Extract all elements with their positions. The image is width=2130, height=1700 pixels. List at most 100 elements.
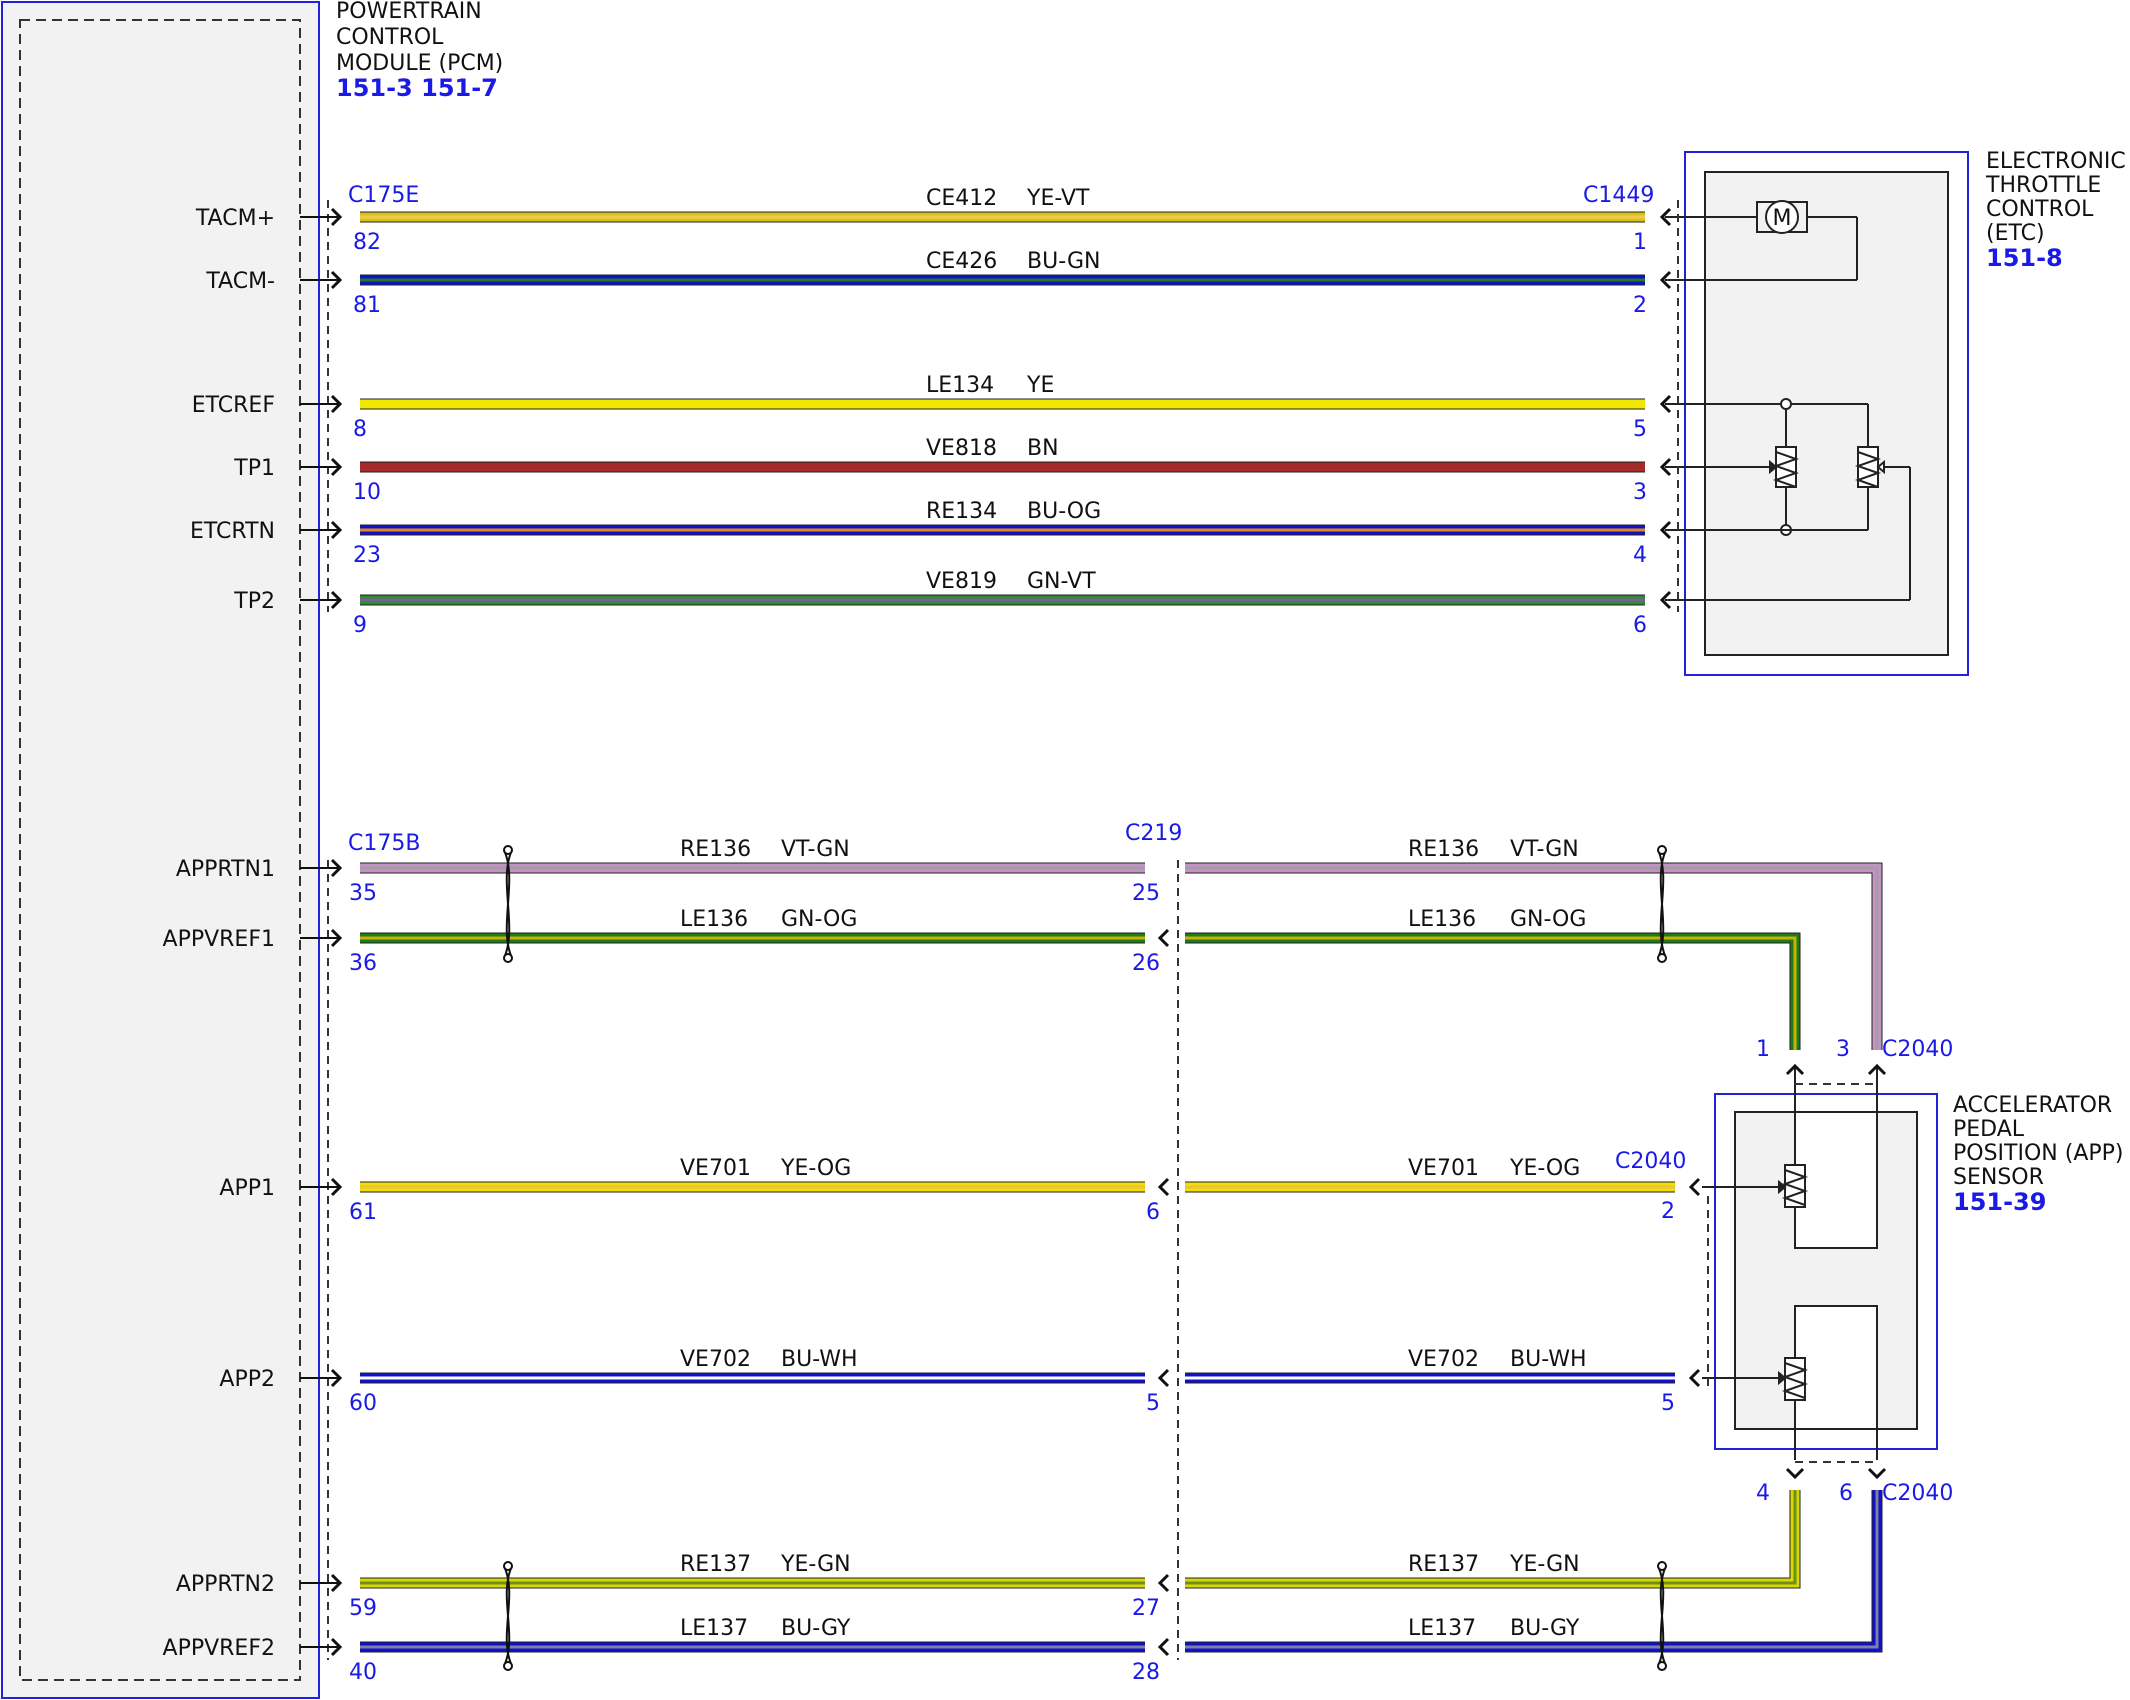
c219-pin: 26 xyxy=(1132,951,1160,976)
circuit-id: RE137 xyxy=(680,1552,751,1577)
wire-color-2: BU-WH xyxy=(1510,1347,1587,1372)
wire-color: BU-GN xyxy=(1027,249,1100,274)
etc-name-line-3: CONTROL xyxy=(1986,197,2094,222)
wire-c219-to-app xyxy=(1185,932,1801,1050)
pcm-name-line-3: MODULE (PCM) xyxy=(336,51,503,76)
pcm-pin: 60 xyxy=(349,1391,377,1416)
wire-color: YE-OG xyxy=(780,1156,851,1181)
signal-label: TACM- xyxy=(205,269,275,294)
pcm-pin: 8 xyxy=(353,417,367,442)
pcm-module: POWERTRAIN CONTROL MODULE (PCM) 151-3 15… xyxy=(1,0,503,1699)
etc-pin: 4 xyxy=(1633,543,1647,568)
app-name-line-1: ACCELERATOR xyxy=(1953,1093,2112,1118)
circuit-id: VE818 xyxy=(926,436,997,461)
app-name-line-2: PEDAL xyxy=(1953,1117,2025,1142)
signal-label: APPRTN1 xyxy=(176,857,275,882)
circuit-id: RE136 xyxy=(680,837,751,862)
etc-pin: 1 xyxy=(1633,230,1647,255)
circuit-id: LE137 xyxy=(680,1616,748,1641)
wire-color: GN-OG xyxy=(781,907,857,932)
app-sensor-element-icon xyxy=(1702,1068,1878,1460)
app-sensor: ACCELERATOR PEDAL POSITION (APP) SENSOR … xyxy=(1615,1037,2123,1506)
pcm-pin: 36 xyxy=(349,951,377,976)
motor-label: M xyxy=(1773,206,1792,231)
pcm-pin: 81 xyxy=(353,293,381,318)
c219-pin: 27 xyxy=(1132,1596,1160,1621)
wire-c219-to-app xyxy=(1185,862,1883,1050)
etc-pin: 5 xyxy=(1633,417,1647,442)
circuit-id-2: VE702 xyxy=(1408,1347,1479,1372)
pcm-pin: 59 xyxy=(349,1596,377,1621)
pcm-name-line-1: POWERTRAIN xyxy=(336,0,482,24)
wire-color: YE xyxy=(1026,373,1054,398)
wire-color: BU-OG xyxy=(1027,499,1101,524)
wire-color-2: BU-GY xyxy=(1510,1616,1580,1641)
app-pin: 2 xyxy=(1661,1199,1675,1224)
c219-pin: 6 xyxy=(1146,1200,1160,1225)
circuit-id-2: RE137 xyxy=(1408,1552,1479,1577)
etc-pin: 6 xyxy=(1633,613,1647,638)
signal-label: APPVREF1 xyxy=(163,927,275,952)
twisted-pair-icon xyxy=(503,1561,513,1671)
etc-ref[interactable]: 151-8 xyxy=(1986,244,2063,272)
circuit-id-2: LE136 xyxy=(1408,907,1476,932)
etc-circuit-tacm-: TACM- CE426 BU-GN 81 2 xyxy=(205,249,1672,318)
app-name-line-3: POSITION (APP) xyxy=(1953,1141,2123,1166)
circuit-id: RE134 xyxy=(926,499,997,524)
etc-circuit-etcref: ETCREF LE134 YE 8 5 xyxy=(192,373,1672,442)
signal-label: TP2 xyxy=(233,589,275,614)
etc-name-line-4: (ETC) xyxy=(1986,221,2045,246)
pcm-connector-c175b: C175B xyxy=(348,831,420,856)
app-pin: 3 xyxy=(1836,1037,1850,1062)
signal-label: APPRTN2 xyxy=(176,1572,275,1597)
pcm-refs[interactable]: 151-3 151-7 xyxy=(336,74,498,102)
signal-label: ETCREF xyxy=(192,393,275,418)
wire-color: YE-GN xyxy=(780,1552,851,1577)
app-ref[interactable]: 151-39 xyxy=(1953,1188,2046,1216)
pcm-pin: 82 xyxy=(353,230,381,255)
wire-color-2: GN-OG xyxy=(1510,907,1586,932)
app-name-line-4: SENSOR xyxy=(1953,1165,2044,1190)
app-connector-top: C2040 xyxy=(1882,1037,1953,1062)
wire-color: BU-GY xyxy=(781,1616,851,1641)
pcm-pin: 40 xyxy=(349,1660,377,1685)
circuit-id: LE134 xyxy=(926,373,994,398)
wire-c219-to-app xyxy=(1185,1490,1883,1653)
circuit-id: CE412 xyxy=(926,186,997,211)
twisted-pair-icon xyxy=(1657,845,1667,963)
etc-name-line-2: THROTTLE xyxy=(1985,173,2101,198)
motor-icon: M xyxy=(1665,200,1858,281)
pcm-pin: 35 xyxy=(349,881,377,906)
pcm-pin: 10 xyxy=(353,480,381,505)
app-pin: 5 xyxy=(1661,1391,1675,1416)
wire-color: BU-WH xyxy=(781,1347,858,1372)
circuit-id: VE819 xyxy=(926,569,997,594)
etc-name-line-1: ELECTRONIC xyxy=(1986,149,2126,174)
wire-color: VT-GN xyxy=(781,837,850,862)
wire-c219-to-app xyxy=(1185,1490,1801,1589)
circuit-id: VE702 xyxy=(680,1347,751,1372)
app-connector-side: C2040 xyxy=(1615,1149,1686,1174)
app-pin: 4 xyxy=(1756,1481,1770,1506)
twisted-pair-icon xyxy=(503,845,513,963)
wire-color: BN xyxy=(1027,436,1059,461)
wire-color: YE-VT xyxy=(1026,186,1090,211)
app-connector-bottom: C2040 xyxy=(1882,1481,1953,1506)
etc-pin: 2 xyxy=(1633,293,1647,318)
wire-color-2: YE-OG xyxy=(1509,1156,1580,1181)
twisted-pair-icon xyxy=(1657,1561,1667,1671)
etc-module: ELECTRONIC THROTTLE CONTROL (ETC) 151-8 … xyxy=(1583,149,2126,676)
circuit-id: CE426 xyxy=(926,249,997,274)
app-pin: 1 xyxy=(1756,1037,1770,1062)
circuit-id-2: VE701 xyxy=(1408,1156,1479,1181)
